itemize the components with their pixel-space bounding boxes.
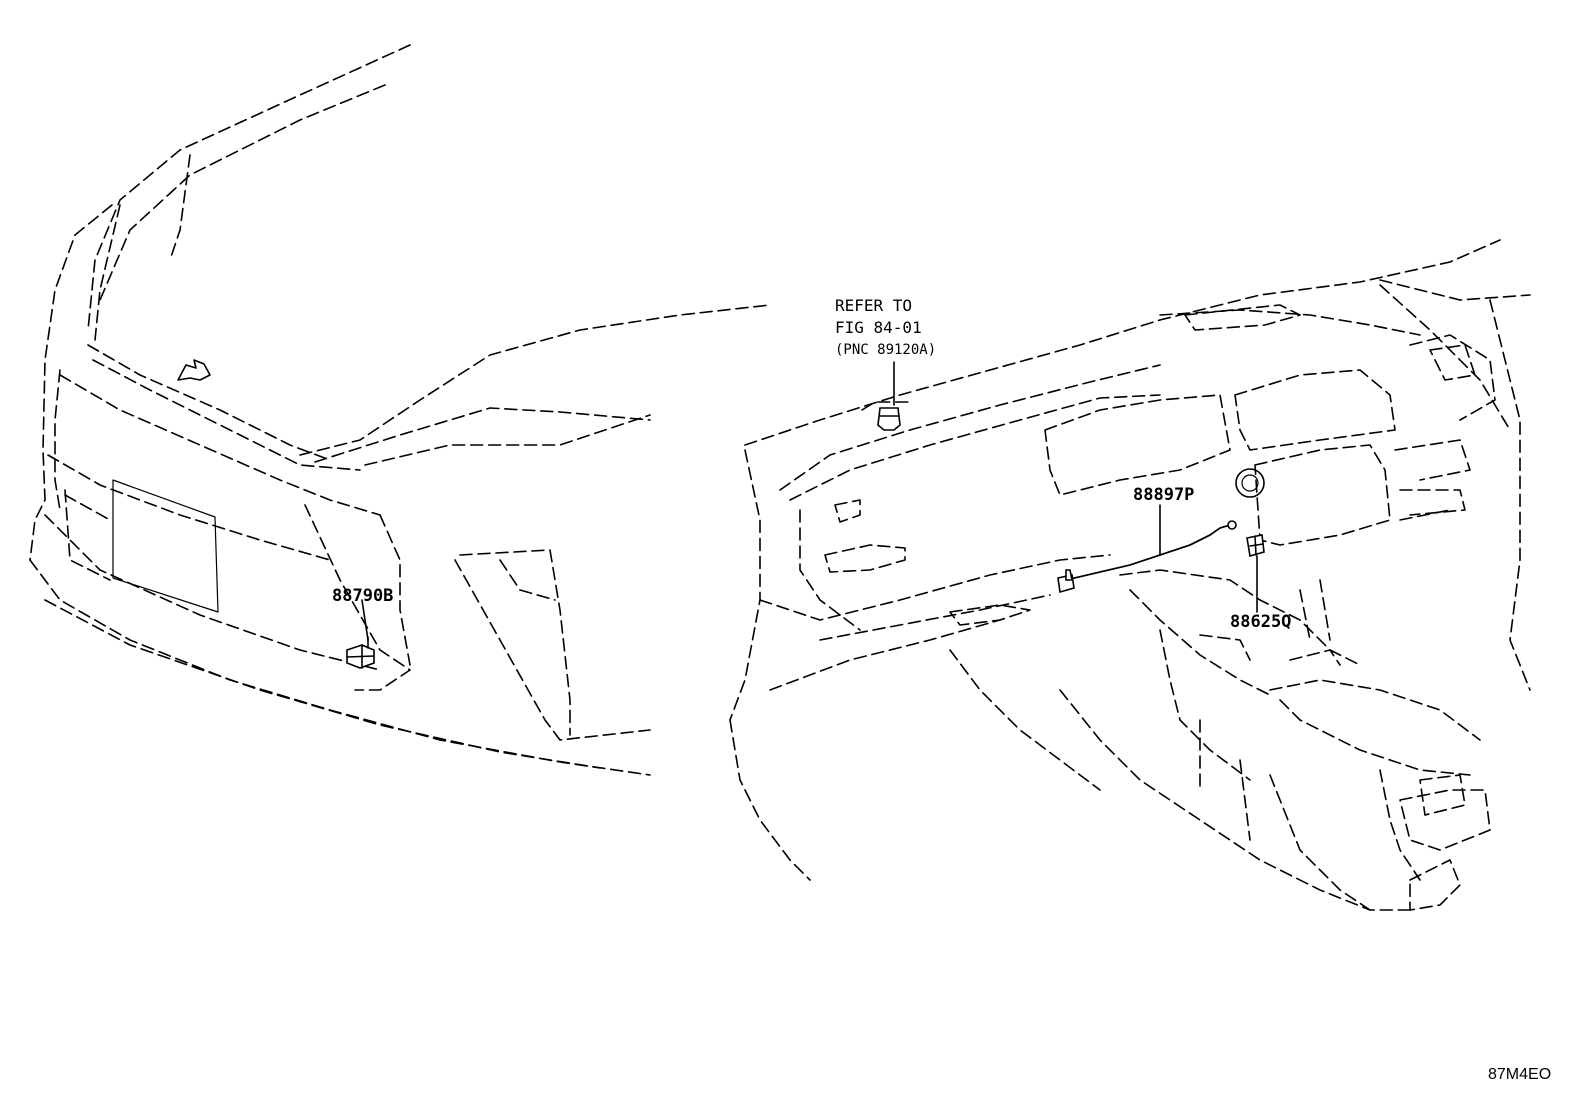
wire-harness-part <box>1057 520 1237 594</box>
part-label-88897P[interactable]: 88897P <box>1133 485 1195 505</box>
reference-note: REFER TO FIG 84-01 (PNC 89120A) <box>835 295 936 361</box>
vehicle-interior-view <box>729 239 1531 911</box>
leader-88790B <box>361 599 369 641</box>
note-line-2: FIG 84-01 <box>835 318 922 337</box>
figure-reference-code: 87M4EO <box>1488 1066 1552 1083</box>
vehicle-front-view <box>29 44 771 776</box>
switch-part <box>1246 534 1265 558</box>
sensor-base-outline <box>861 401 911 411</box>
part-label-88625Q[interactable]: 88625Q <box>1230 612 1292 632</box>
note-line-1: REFER TO <box>835 296 913 315</box>
part-label-88790B[interactable]: 88790B <box>332 586 394 606</box>
note-line-3: (PNC 89120A) <box>835 342 937 358</box>
windshield-sensor-part <box>877 407 901 431</box>
front-sensor-part <box>346 636 375 669</box>
